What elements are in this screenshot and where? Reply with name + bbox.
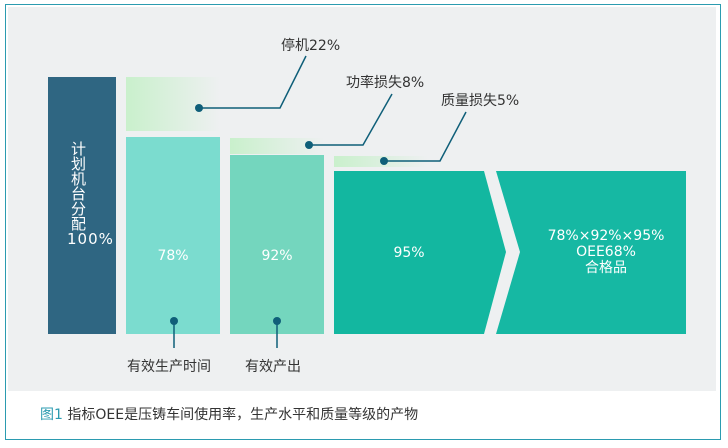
- effective-time-bar: [126, 137, 220, 334]
- planned-capacity-label: 计划机台分配100%: [67, 140, 114, 248]
- power-loss-label: 功率损失8%: [346, 75, 425, 91]
- qualified-product-label: 合格品: [585, 260, 627, 276]
- oee-formula: 78%×92%×95%: [547, 228, 665, 244]
- effective-output-percent: 92%: [261, 248, 293, 264]
- oee-result-arrow: [496, 171, 686, 334]
- downtime-loss-block: [126, 77, 220, 131]
- effective-output-connector-dot: [273, 317, 281, 325]
- quality-percent: 95%: [393, 245, 425, 261]
- power-loss-block: [230, 138, 324, 154]
- power-loss-connector: [309, 93, 393, 146]
- effective-production-time-label: 有效生产时间: [127, 359, 211, 375]
- planned-capacity-bar: [48, 77, 116, 334]
- oee-result-text: 78%×92%×95% OEE68% 合格品: [521, 228, 691, 276]
- quality-loss-connector-dot: [380, 157, 388, 165]
- downtime-connector: [199, 55, 307, 109]
- figure-caption: 图1 指标OEE是压铸车间使用率，生产水平和质量等级的产物: [40, 404, 418, 424]
- effective-output-label: 有效产出: [245, 359, 301, 375]
- quality-loss-label: 质量损失5%: [441, 93, 520, 109]
- effective-time-percent: 78%: [157, 248, 189, 264]
- downtime-label: 停机22%: [281, 38, 341, 54]
- power-loss-connector-dot: [305, 141, 313, 149]
- downtime-connector-dot: [195, 104, 203, 112]
- quality-bar: [334, 171, 506, 334]
- caption-text: 指标OEE是压铸车间使用率，生产水平和质量等级的产物: [67, 407, 419, 423]
- effective-time-connector-dot: [170, 317, 178, 325]
- effective-output-bar: [230, 155, 324, 334]
- quality-loss-connector: [384, 111, 467, 162]
- oee-value: OEE68%: [576, 244, 636, 260]
- figure-number: 图1: [40, 407, 63, 423]
